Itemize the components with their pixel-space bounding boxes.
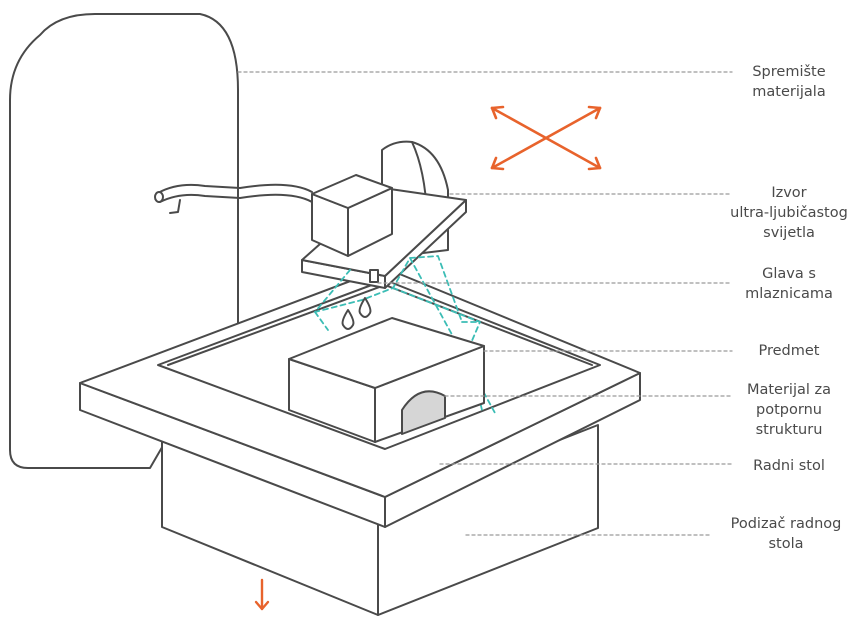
label-print-head: Glava s mlaznicama — [745, 266, 833, 302]
label-uv-source: Izvor ultra-ljubičastog svijetla — [730, 185, 848, 241]
down-arrow-icon — [254, 578, 270, 611]
label-build-tray: Radni stol — [753, 458, 825, 474]
four-way-diagonal-arrow-icon — [490, 105, 602, 171]
label-material-storage: Spremište materijala — [752, 64, 826, 100]
print-head-block — [311, 174, 393, 283]
label-support-material: Materijal za potpornu strukturu — [746, 382, 832, 438]
label-tray-elevator: Podizač radnog stola — [730, 516, 842, 552]
label-object: Predmet — [758, 343, 820, 359]
supply-hose — [154, 183, 313, 214]
tray-elevator-box — [161, 424, 599, 616]
printed-object — [288, 317, 485, 443]
leader-lines — [237, 71, 733, 536]
